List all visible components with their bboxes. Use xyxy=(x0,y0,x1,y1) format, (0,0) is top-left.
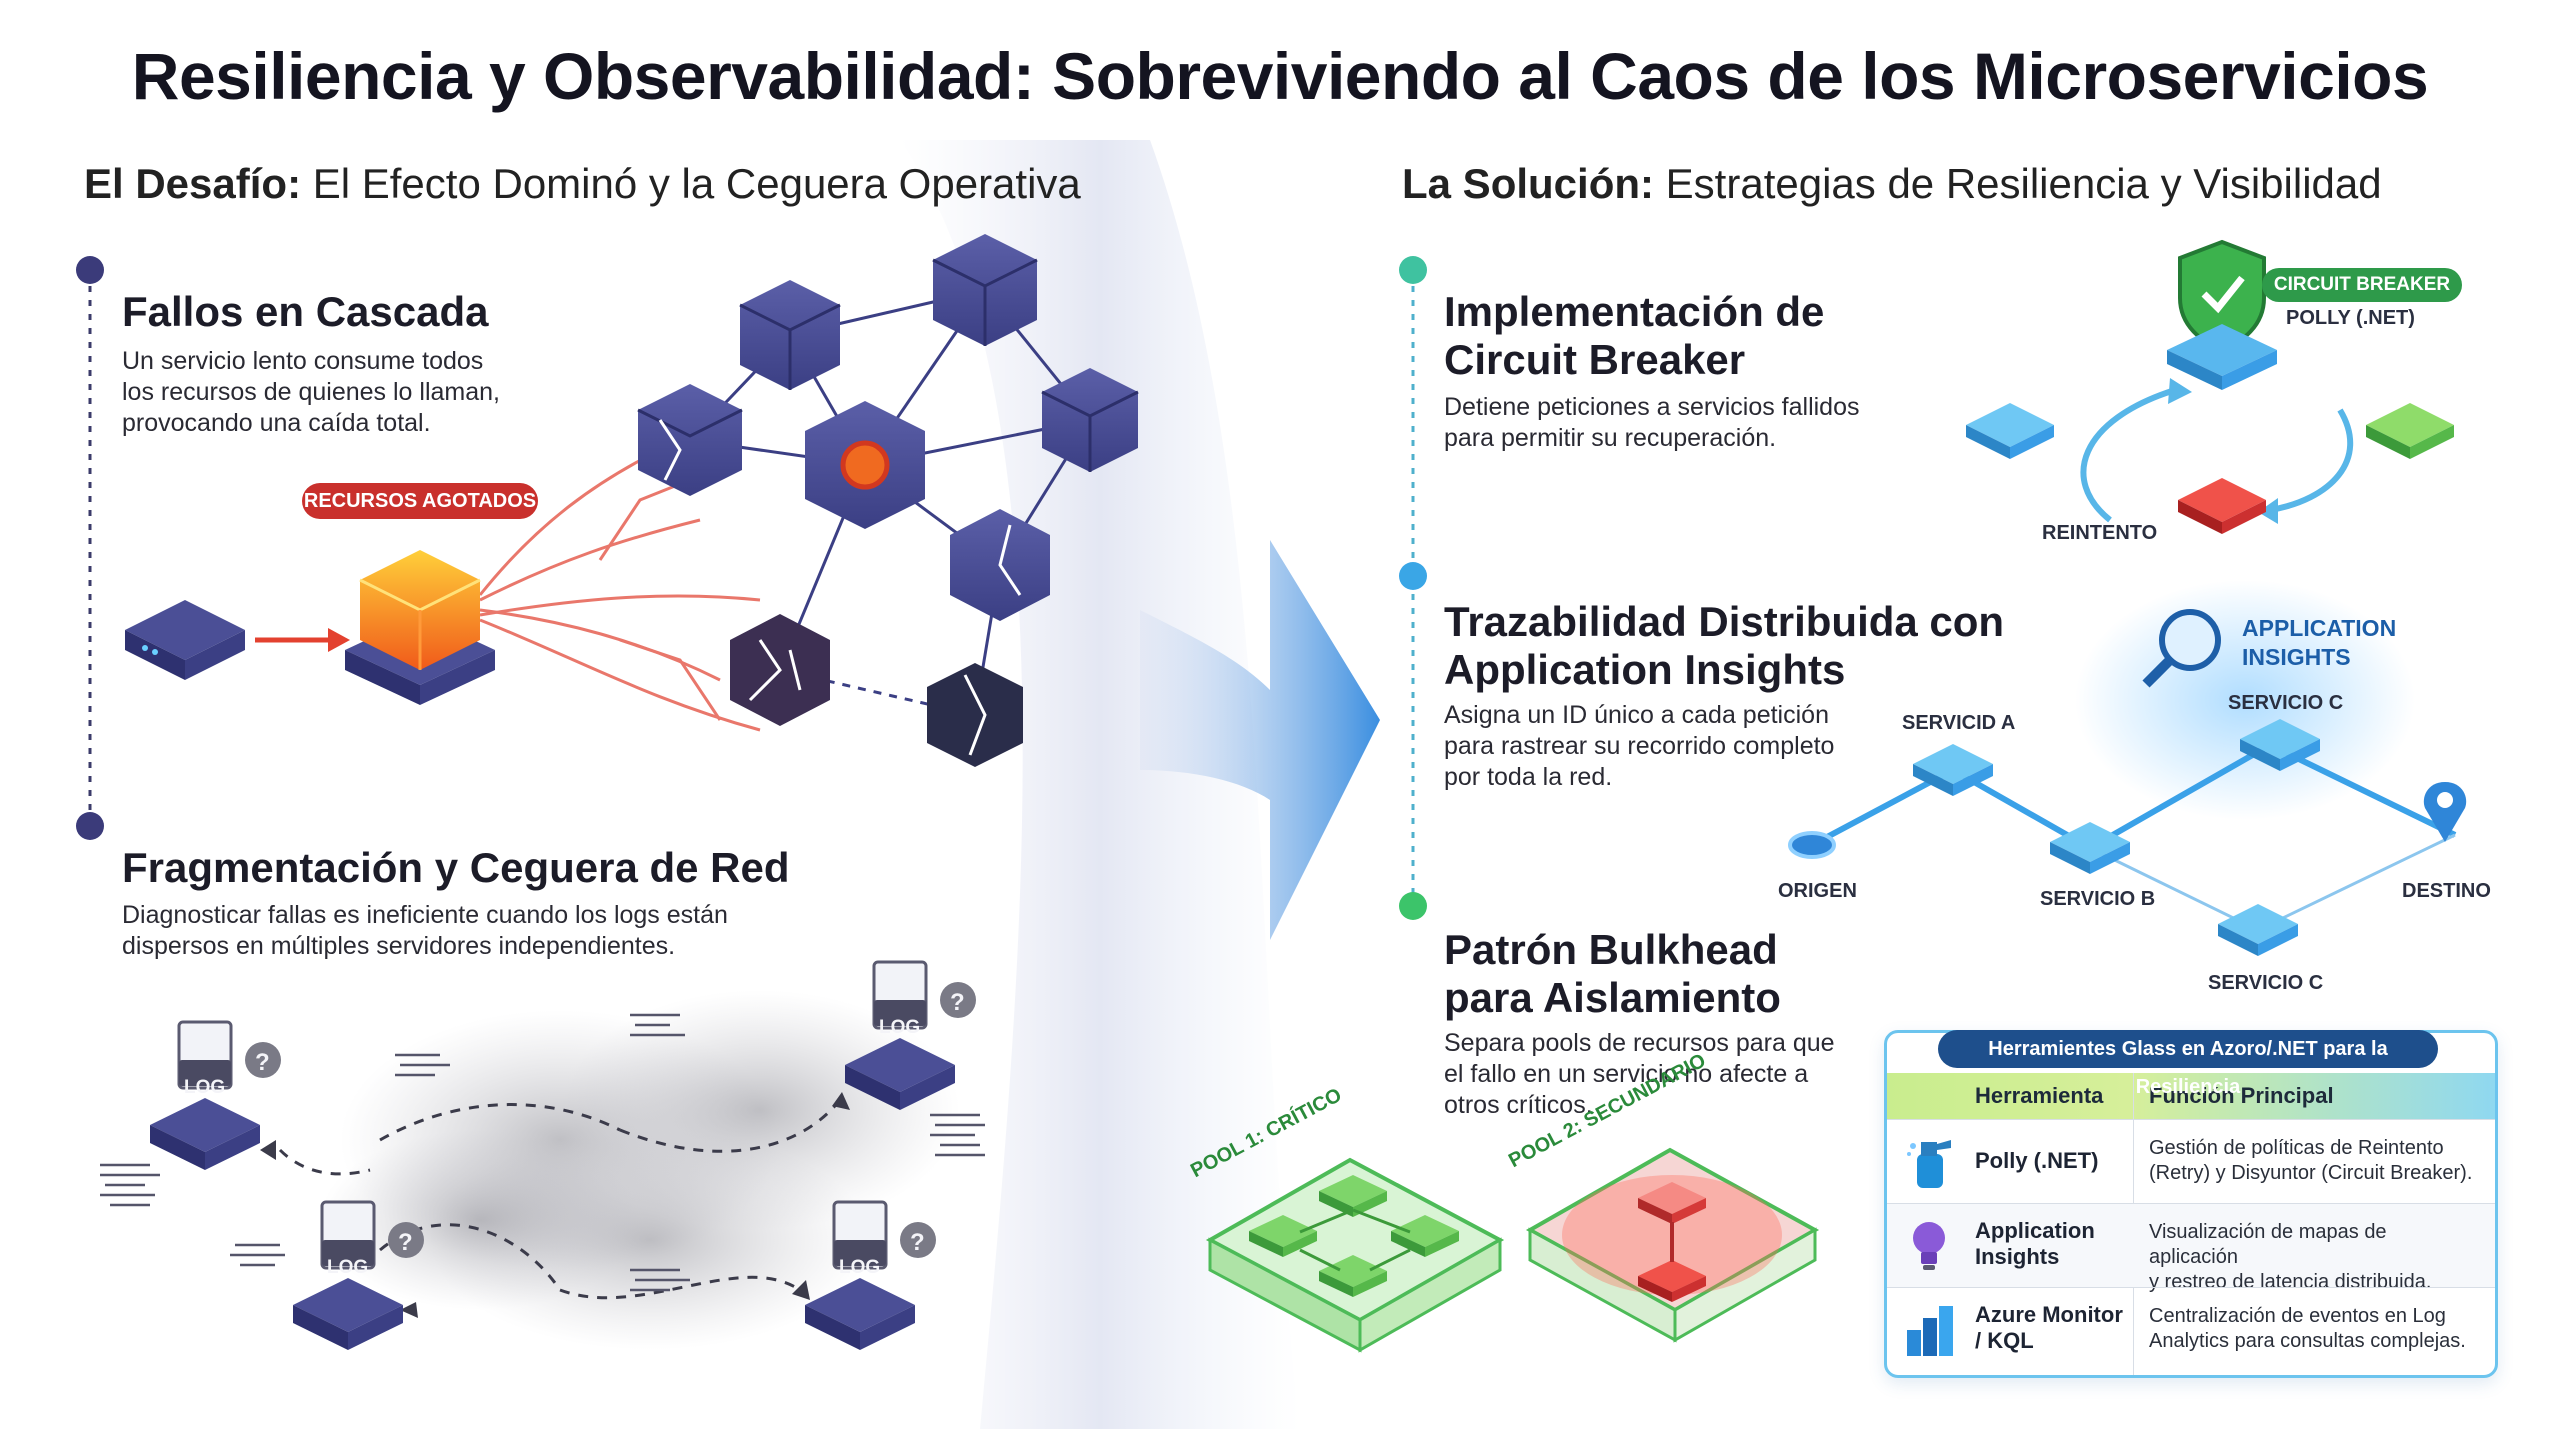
resources-exhausted-badge: RECURSOS AGOTADOS xyxy=(302,483,538,519)
challenge-heading: El Desafío: El Efecto Dominó y la Ceguer… xyxy=(84,160,1081,207)
table-row: Application Insights Visualización de ma… xyxy=(1887,1203,2495,1293)
tool-name: Application Insights xyxy=(1975,1218,2095,1269)
log-label: LOG xyxy=(327,1257,369,1278)
fog-cloud xyxy=(320,990,960,1350)
polly-label: POLLY (.NET) xyxy=(2286,307,2415,329)
bar-chart-icon xyxy=(1907,1306,1953,1356)
pool-critical xyxy=(1205,1157,1505,1353)
section-desc-tracing: Asigna un ID único a cada petición para … xyxy=(1444,701,1835,791)
table-row: Azure Monitor / KQL Centralización de ev… xyxy=(1887,1287,2495,1372)
transition-arrow xyxy=(1140,540,1380,940)
tool-name: Polly (.NET) xyxy=(1975,1148,2099,1173)
tool-function: Visualización de mapas de aplicación y r… xyxy=(2149,1221,2432,1293)
destination-pin-icon xyxy=(2423,782,2467,842)
retry-label: REINTENTO xyxy=(2042,522,2158,544)
section-desc-fragmentation: Diagnosticar fallas es ineficiente cuand… xyxy=(122,901,728,960)
magnifier-icon xyxy=(2142,609,2221,688)
log-server xyxy=(845,960,976,1110)
table-header-row xyxy=(1887,1073,2495,1119)
section-desc-circuit-breaker: Detiene peticiones a servicios fallidos … xyxy=(1444,393,1860,452)
overloaded-server xyxy=(345,550,495,705)
tool-name: Azure Monitor / KQL xyxy=(1975,1302,2123,1353)
log-server xyxy=(150,1020,281,1170)
table-caption: Herramientes Glass en Azoro/.NET para la… xyxy=(1938,1030,2438,1098)
circuit-breaker-badge: CIRCUIT BREAKER xyxy=(2262,268,2462,302)
server-block xyxy=(125,600,245,680)
lightbulb-icon xyxy=(1913,1222,1945,1270)
table-header-function: Función Principal xyxy=(2149,1083,2334,1108)
log-label: LOG xyxy=(184,1077,226,1098)
log-label: LOG xyxy=(839,1257,881,1278)
solution-heading: La Solución: Estrategias de Resiliencia … xyxy=(1402,160,2382,207)
node-label-destination: DESTINO xyxy=(2402,880,2491,902)
log-server xyxy=(805,1200,936,1350)
log-server xyxy=(293,1200,424,1350)
pool-secondary xyxy=(1525,1147,1820,1343)
question-mark-icon: ? xyxy=(398,1229,413,1256)
section-title-circuit-breaker: Implementación de Circuit Breaker xyxy=(1444,288,1825,383)
table-header-tool: Herramienta xyxy=(1975,1083,2104,1108)
page-title: Resiliencia y Observabilidad: Sobrevivie… xyxy=(131,39,2429,113)
log-label: LOG xyxy=(879,1017,921,1038)
application-insights-label: APPLICATION INSIGHTS xyxy=(2242,615,2397,670)
tool-function: Gestión de políticas de Reintento (Retry… xyxy=(2149,1137,2473,1184)
node-label-origin: ORIGEN xyxy=(1778,880,1857,902)
tool-function: Centralización de eventos en Log Analyti… xyxy=(2149,1305,2466,1352)
broken-cube-group xyxy=(637,234,1139,767)
table-row: Polly (.NET) Gestión de políticas de Rei… xyxy=(1887,1119,2495,1204)
section-title-tracing: Trazabilidad Distribuida con Application… xyxy=(1444,598,2005,693)
question-mark-icon: ? xyxy=(255,1049,270,1076)
question-mark-icon: ? xyxy=(910,1229,925,1256)
section-title-bulkhead: Patrón Bulkhead para Aislamiento xyxy=(1444,926,1781,1021)
section-desc-cascade: Un servicio lento consume todos los recu… xyxy=(122,347,500,437)
question-mark-icon: ? xyxy=(950,989,965,1016)
node-label-service-b: SERVICIO B xyxy=(2040,888,2156,910)
section-desc-bulkhead: Separa pools de recursos para que el fal… xyxy=(1444,1029,1835,1119)
section-title-fragmentation: Fragmentación y Ceguera de Red xyxy=(122,844,790,891)
node-label-service-c-bottom: SERVICIO C xyxy=(2208,972,2324,994)
node-label-service-c-top: SERVICIO C xyxy=(2228,692,2344,714)
spray-bottle-icon xyxy=(1907,1140,1951,1188)
section-title-cascade: Fallos en Cascada xyxy=(122,288,489,335)
node-label-service-a: SERVICID A xyxy=(1902,712,2016,734)
